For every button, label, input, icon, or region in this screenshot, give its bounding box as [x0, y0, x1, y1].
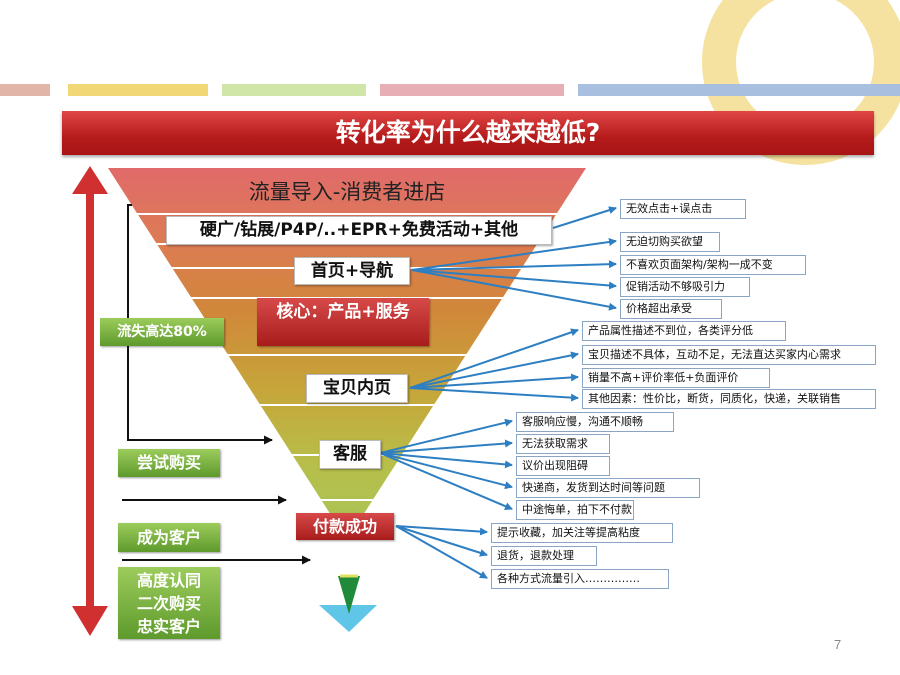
funnel-tip	[319, 605, 377, 632]
reason-box: 退货，退款处理	[491, 546, 597, 566]
reason-box: 宝贝描述不具体，互动不足，无法直达买家内心需求	[582, 345, 876, 365]
loyal-line-3: 忠实客户	[136, 617, 201, 636]
reason-box: 价格超出承受	[620, 299, 722, 319]
page-title: 转化率为什么越来越低?	[62, 111, 874, 155]
funnel-top-label: 流量导入-消费者进店	[248, 180, 446, 204]
reason-box: 无法获取需求	[516, 434, 610, 454]
reason-box: 客服响应慢，沟通不顺畅	[516, 412, 674, 432]
reason-box: 无效点击+误点击	[620, 199, 746, 219]
top-bar-2	[68, 84, 208, 96]
funnel-tip-green	[338, 576, 360, 614]
reason-box: 议价出现阻碍	[516, 456, 610, 476]
loyal-line-1: 高度认同	[136, 571, 201, 590]
reason-box: 销量不高+评价率低+负面评价	[582, 368, 770, 388]
top-bar-4	[380, 84, 564, 96]
loyal-line-2: 二次购买	[136, 594, 201, 613]
reason-box: 中途悔单，拍下不付款	[516, 500, 634, 520]
page-number: 7	[834, 637, 842, 652]
reason-box: 产品属性描述不到位，各类评分低	[582, 321, 786, 341]
top-bar-1	[0, 84, 50, 96]
reason-box: 其他因素：性价比，断货，同质化，快递，关联销售	[582, 389, 876, 409]
stage-traffic-label: 硬广/钻展/P4P/..+EPR+免费活动+其他	[166, 216, 552, 245]
core-product-service-label: 核心：产品+服务	[257, 298, 429, 346]
loyal-customer-label: 高度认同 二次购买 忠实客户	[118, 567, 220, 639]
stage-service-label: 客服	[319, 440, 381, 469]
reason-box: 无迫切购买欲望	[620, 232, 720, 252]
become-customer-label: 成为客户	[118, 523, 220, 552]
try-buy-label: 尝试购买	[118, 449, 220, 477]
side-arrow	[72, 166, 108, 636]
reason-box: 促销活动不够吸引力	[620, 277, 750, 297]
loss-rate-label: 流失高达80%	[100, 318, 224, 346]
stage-product-page-label: 宝贝内页	[306, 374, 408, 403]
reason-box: 提示收藏，加关注等提高粘度	[491, 523, 673, 543]
top-bar-5	[578, 84, 900, 96]
reason-box: 不喜欢页面架构/架构一成不变	[620, 255, 806, 275]
stage-homepage-label: 首页+导航	[294, 257, 410, 285]
reason-box: 各种方式流量引入……………	[491, 569, 669, 589]
reason-box: 快递商，发货到达时间等问题	[516, 478, 700, 498]
top-bar-3	[222, 84, 366, 96]
stage-payment-label: 付款成功	[296, 513, 394, 540]
